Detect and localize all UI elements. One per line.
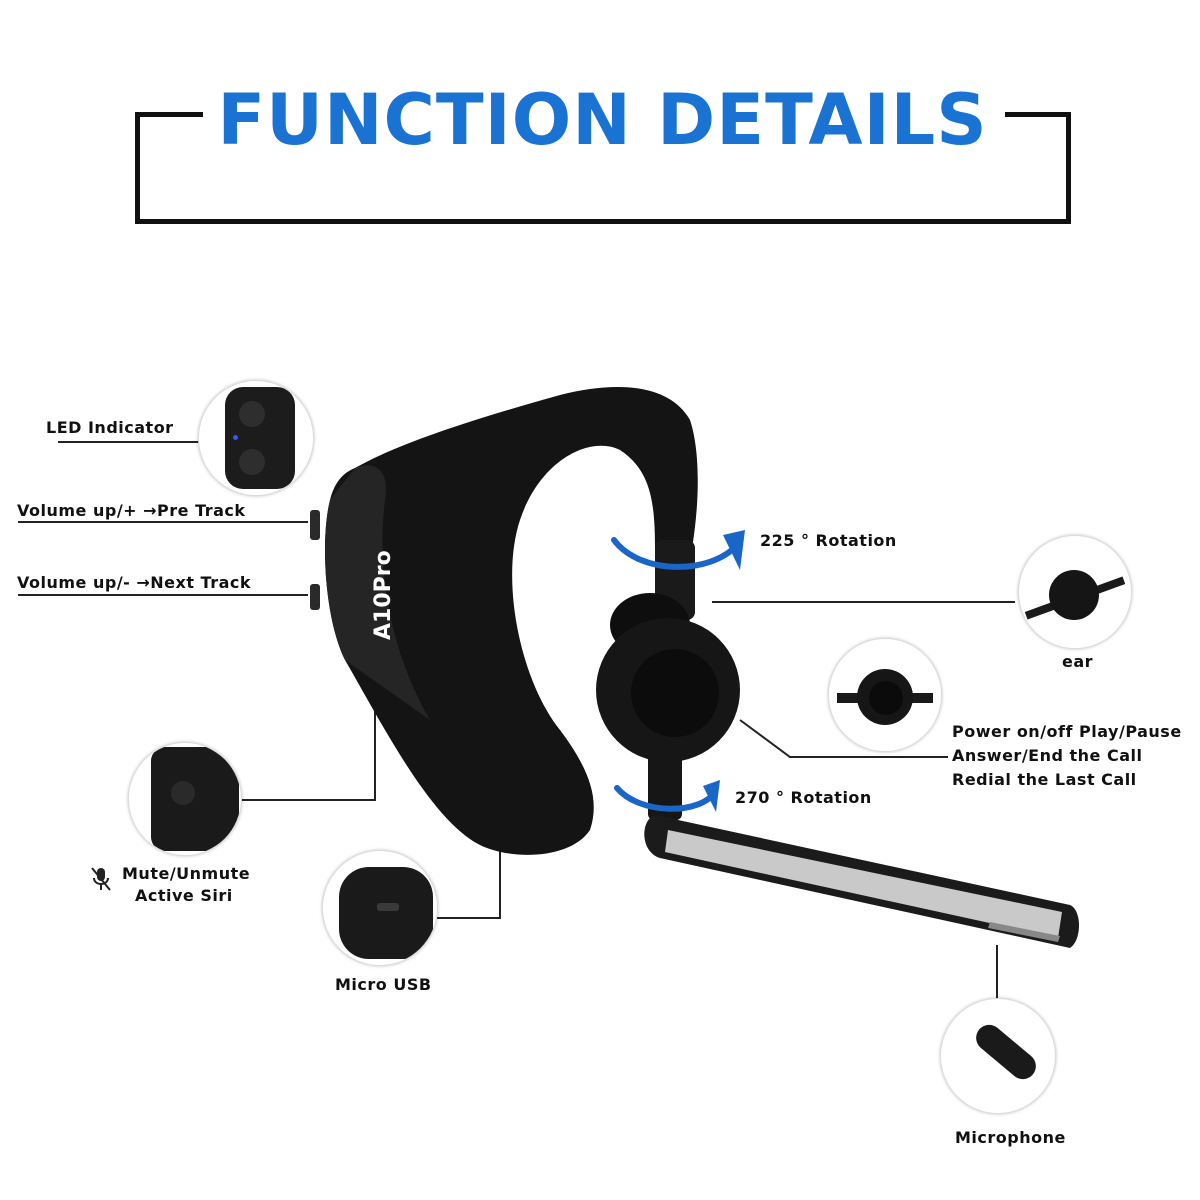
volume-down-label: Volume up/- →Next Track xyxy=(17,573,252,592)
leader-lines xyxy=(18,441,1015,1000)
led-indicator-label: LED Indicator xyxy=(46,418,174,437)
mute-button-closeup xyxy=(128,742,242,856)
rotation-arrow-icon xyxy=(611,537,740,812)
power-label-line1: Power on/off Play/Pause xyxy=(952,722,1182,741)
rotation-225-label: 225 ° Rotation xyxy=(760,531,897,550)
microphone-closeup xyxy=(940,998,1056,1114)
led-light xyxy=(233,435,238,440)
ear-label: ear xyxy=(1062,652,1094,671)
title-frame xyxy=(135,112,1071,224)
led-indicator-closeup xyxy=(198,380,314,496)
brand-label: A10Pro xyxy=(371,550,396,640)
power-label-line3: Redial the Last Call xyxy=(952,770,1137,789)
power-button-closeup xyxy=(828,638,942,752)
micro-usb-label: Micro USB xyxy=(335,975,432,994)
micro-usb-closeup xyxy=(322,850,438,966)
power-label-line2: Answer/End the Call xyxy=(952,746,1143,765)
mute-mic-icon xyxy=(91,867,111,891)
volume-up-label: Volume up/+ →Pre Track xyxy=(17,501,246,520)
headset-body xyxy=(325,387,698,855)
ear-closeup xyxy=(1018,535,1132,649)
title-frame-top-right xyxy=(1005,112,1071,117)
microphone-label: Microphone xyxy=(955,1128,1066,1147)
mute-label-line1: Mute/Unmute xyxy=(122,864,251,883)
mute-label-line2: Active Siri xyxy=(135,886,233,905)
rotation-270-label: 270 ° Rotation xyxy=(735,788,872,807)
title-frame-top-left xyxy=(135,112,203,117)
page-title: FUNCTION DETAILS xyxy=(217,79,988,161)
